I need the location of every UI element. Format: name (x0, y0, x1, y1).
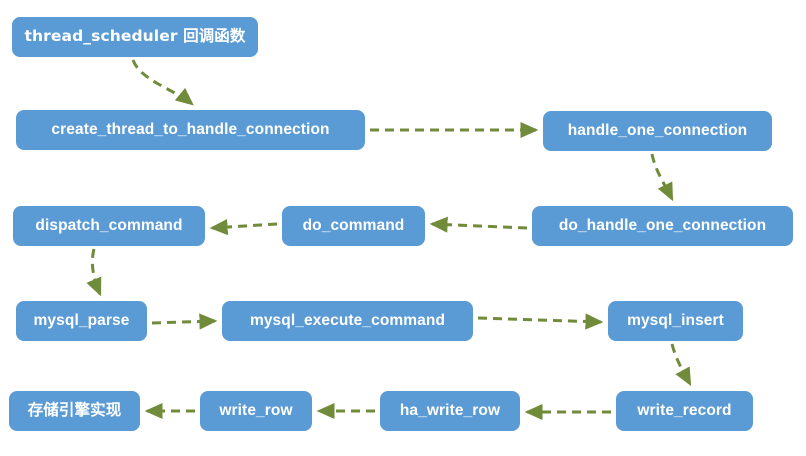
node-label: do_handle_one_connection (558, 217, 767, 235)
node-label: dispatch_command (35, 217, 183, 235)
node-write_row[interactable]: write_row (200, 391, 312, 431)
edge-mysql_insert-to-write_record (670, 343, 692, 387)
node-label: mysql_insert (627, 312, 724, 330)
edge-thread_scheduler-to-create_thread_to_handle_connection (131, 59, 194, 106)
node-do_handle_one_connection[interactable]: do_handle_one_connection (532, 206, 793, 246)
node-label: create_thread_to_handle_connection (51, 121, 330, 139)
node-storage_engine_impl[interactable]: 存储引擎实现 (9, 391, 140, 431)
edge-do_handle_one_connection-to-do_command (429, 216, 528, 233)
node-label: do_command (302, 217, 405, 235)
edge-dispatch_command-to-mysql_parse (86, 248, 102, 297)
node-mysql_insert[interactable]: mysql_insert (608, 301, 743, 341)
node-label: ha_write_row (399, 402, 501, 420)
node-label: mysql_execute_command (249, 312, 446, 330)
edge-do_command-to-dispatch_command (209, 218, 278, 236)
node-label: thread_scheduler 回调函数 (24, 27, 246, 46)
edge-mysql_parse-to-mysql_execute_command (151, 313, 218, 330)
node-thread_scheduler[interactable]: thread_scheduler 回调函数 (12, 17, 258, 57)
node-label: write_record (637, 402, 732, 420)
node-label: handle_one_connection (567, 122, 748, 140)
node-handle_one_connection[interactable]: handle_one_connection (543, 111, 772, 151)
edge-mysql_execute_command-to-mysql_insert (477, 313, 604, 330)
node-ha_write_row[interactable]: ha_write_row (380, 391, 520, 431)
node-label: mysql_parse (33, 312, 130, 330)
node-mysql_parse[interactable]: mysql_parse (16, 301, 147, 341)
node-create_thread_to_handle_connection[interactable]: create_thread_to_handle_connection (16, 110, 365, 150)
node-do_command[interactable]: do_command (282, 206, 425, 246)
node-label: 存储引擎实现 (27, 401, 122, 420)
node-label: write_row (219, 402, 293, 420)
node-mysql_execute_command[interactable]: mysql_execute_command (222, 301, 473, 341)
node-dispatch_command[interactable]: dispatch_command (13, 206, 205, 246)
edge-handle_one_connection-to-do_handle_one_connection (650, 153, 674, 202)
node-write_record[interactable]: write_record (616, 391, 753, 431)
